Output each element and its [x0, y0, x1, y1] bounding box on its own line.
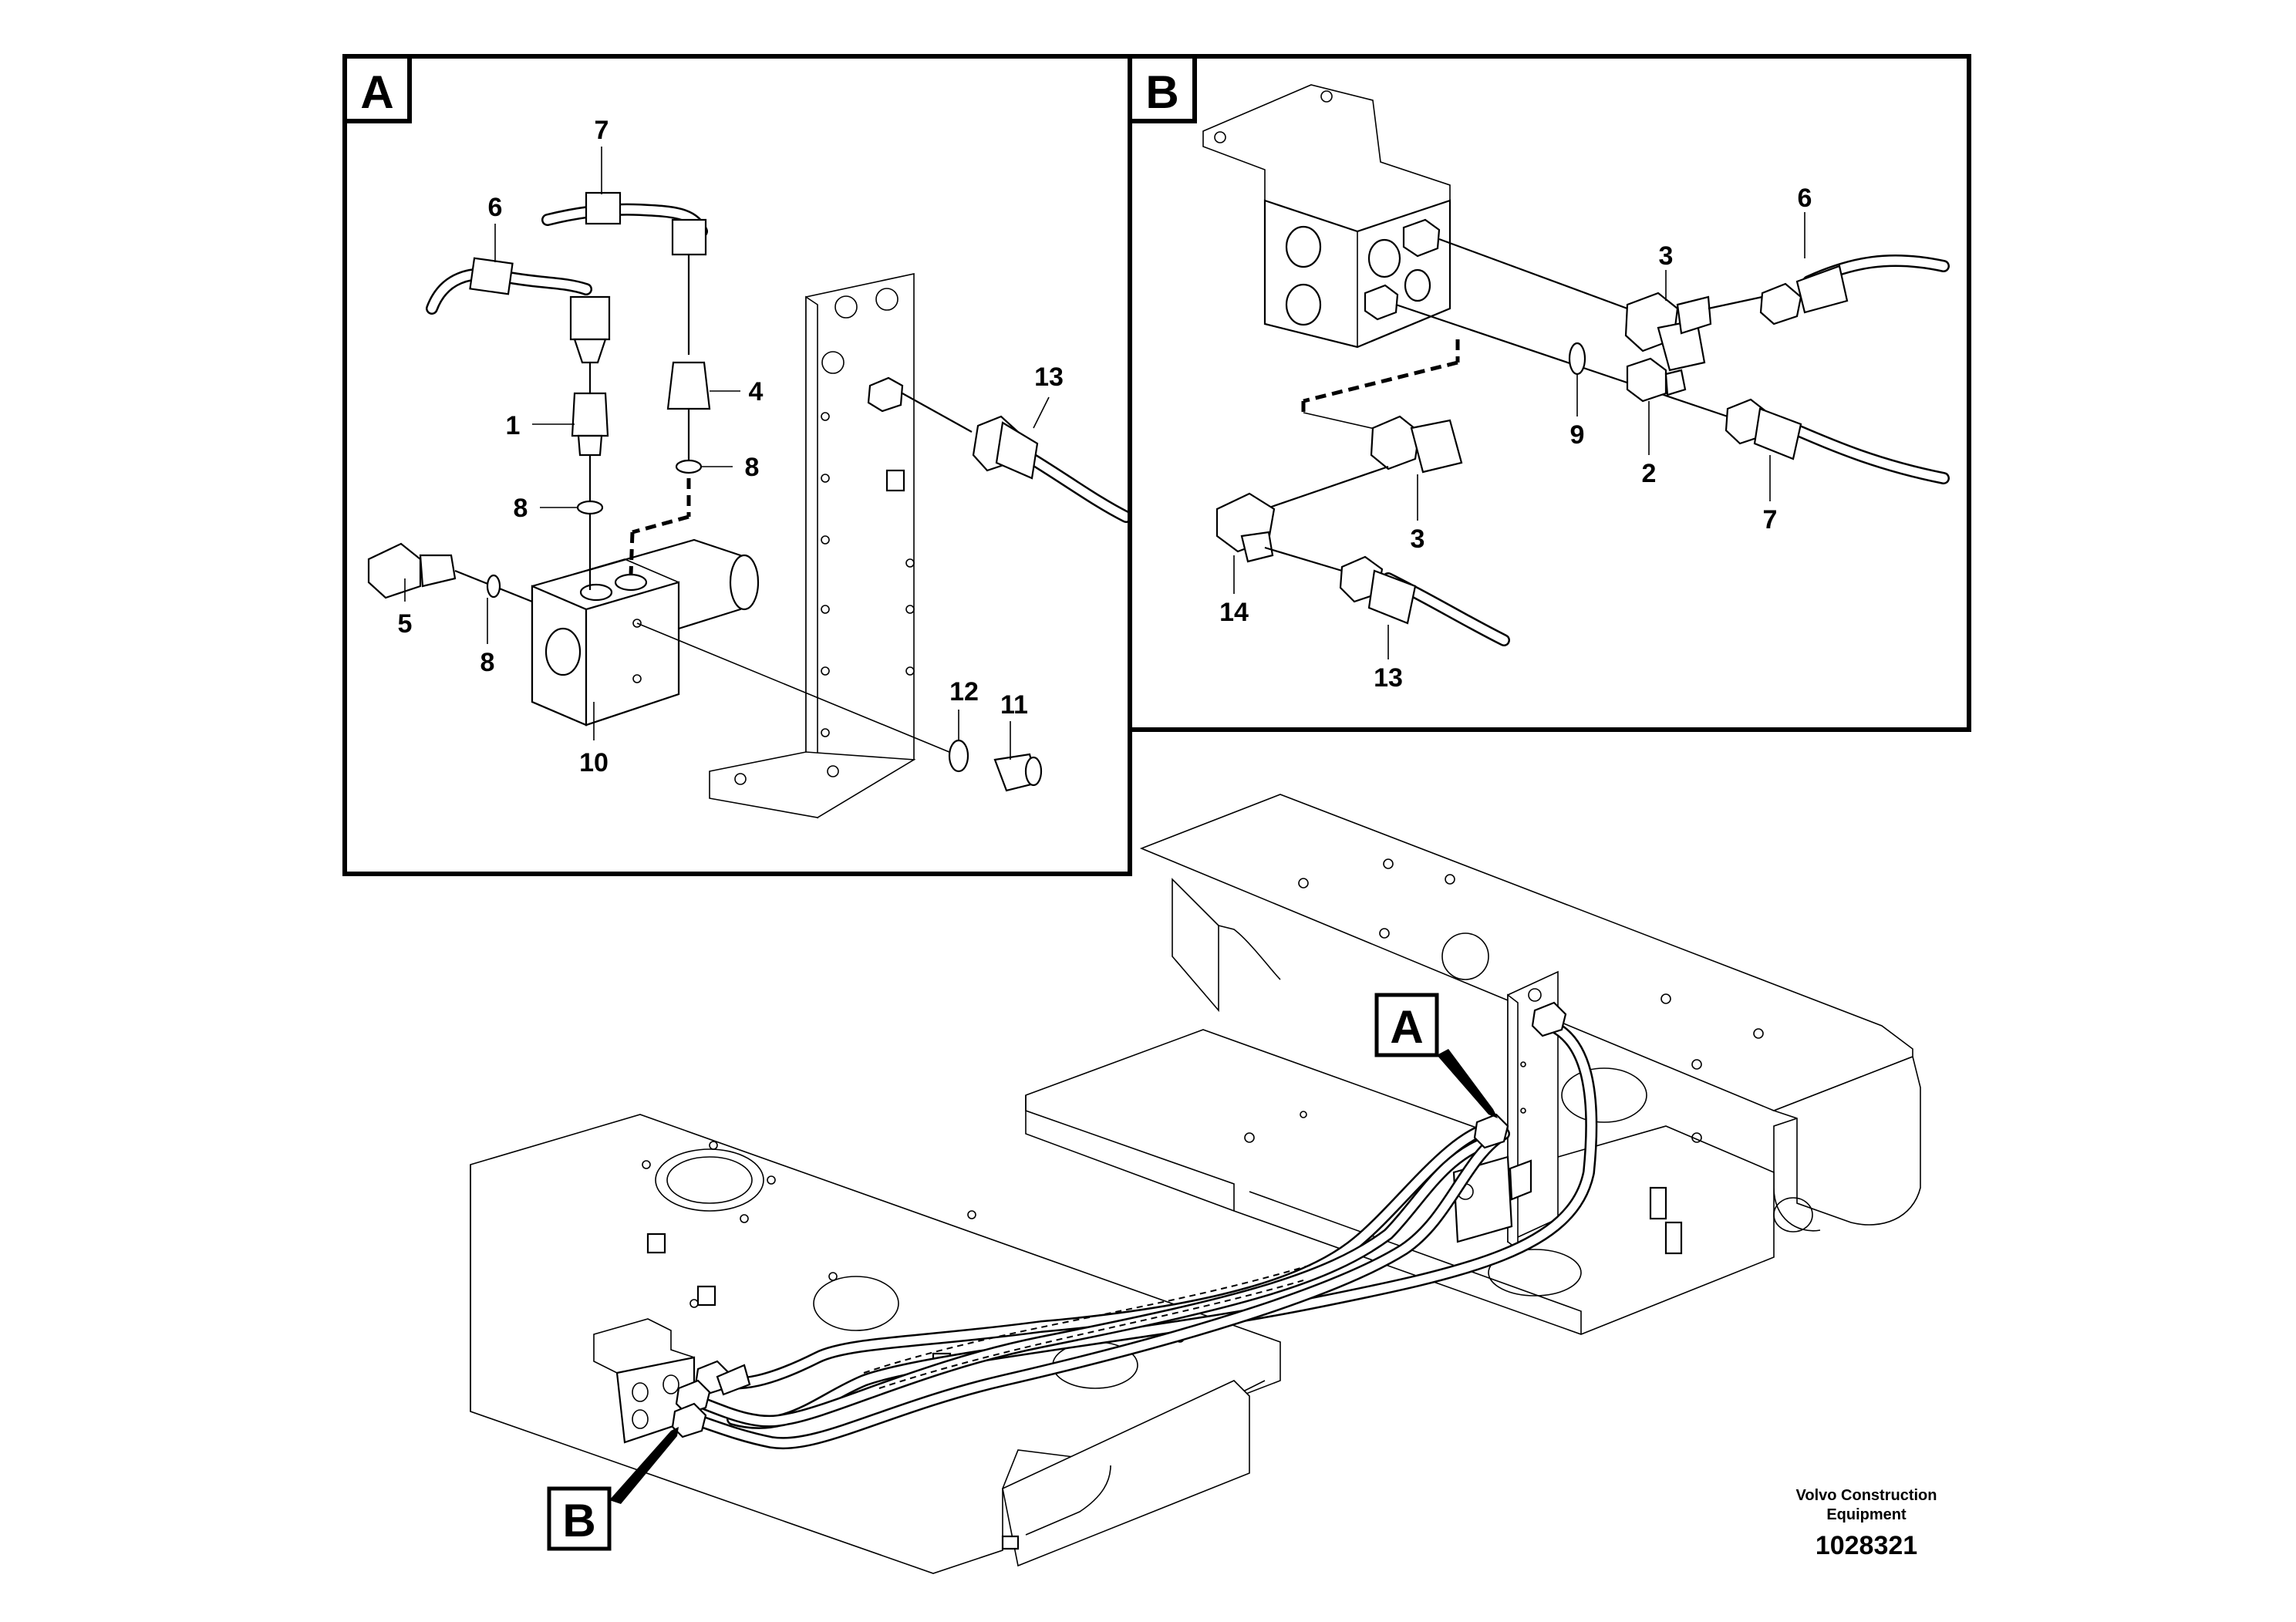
- drawing-number: 1028321: [1816, 1531, 1917, 1560]
- detail-b-manifold: [1202, 84, 1451, 349]
- detail-a-leaders: [404, 147, 1050, 760]
- label-a-4: 4: [749, 377, 764, 406]
- detail-b-tee-3-upper: [1438, 238, 1950, 372]
- detail-b-fitting-2: [1395, 303, 1950, 484]
- label-b-2: 2: [1642, 459, 1657, 488]
- label-b-9: 9: [1570, 420, 1585, 450]
- callout-a-letter: A: [1390, 1001, 1423, 1053]
- callout-b: B: [547, 1427, 679, 1551]
- label-a-8-1: 8: [514, 494, 528, 523]
- detail-a-tag: A: [360, 66, 393, 118]
- label-a-7: 7: [595, 116, 609, 145]
- label-a-11: 11: [1000, 690, 1028, 720]
- detail-a-panel: A: [342, 54, 1132, 876]
- label-b-3-2: 3: [1411, 524, 1425, 554]
- detail-b-leaders: [1233, 212, 1805, 659]
- label-a-1: 1: [506, 411, 521, 440]
- machine-frame-view: [470, 794, 1921, 1574]
- label-a-13: 13: [1034, 363, 1064, 392]
- label-b-14: 14: [1219, 598, 1249, 627]
- detail-b-tag: B: [1145, 66, 1178, 118]
- company-name-line1: Volvo Construction: [1796, 1487, 1937, 1504]
- company-name-line2: Equipment: [1826, 1506, 1907, 1523]
- detail-a-hose-13: [867, 376, 1132, 523]
- detail-a-plug-11: [948, 739, 1043, 792]
- detail-a-valve-block: [531, 538, 969, 760]
- label-a-6: 6: [488, 193, 503, 222]
- label-b-7: 7: [1763, 505, 1778, 534]
- label-a-5: 5: [398, 609, 413, 639]
- detail-a-hose-7: [541, 191, 711, 575]
- label-a-10: 10: [579, 748, 609, 777]
- callout-b-letter: B: [562, 1495, 595, 1546]
- label-b-13: 13: [1374, 663, 1403, 693]
- footer: Volvo Construction Equipment 1028321: [1796, 1487, 1937, 1560]
- detail-a-hose-6: [426, 257, 611, 590]
- detail-b-tag-box: [1128, 54, 1197, 123]
- detail-a-tag-box: [342, 54, 412, 123]
- callout-a: A: [1374, 993, 1498, 1118]
- label-a-12: 12: [949, 677, 979, 706]
- detail-b-tee-3-lower: [1215, 415, 1510, 646]
- label-a-8-3: 8: [480, 648, 495, 677]
- label-b-6: 6: [1798, 184, 1812, 213]
- detail-a-elbow-5: [367, 542, 533, 603]
- detail-b-panel: B: [1128, 54, 1971, 732]
- label-b-3-1: 3: [1659, 241, 1674, 271]
- label-a-8-2: 8: [745, 453, 760, 482]
